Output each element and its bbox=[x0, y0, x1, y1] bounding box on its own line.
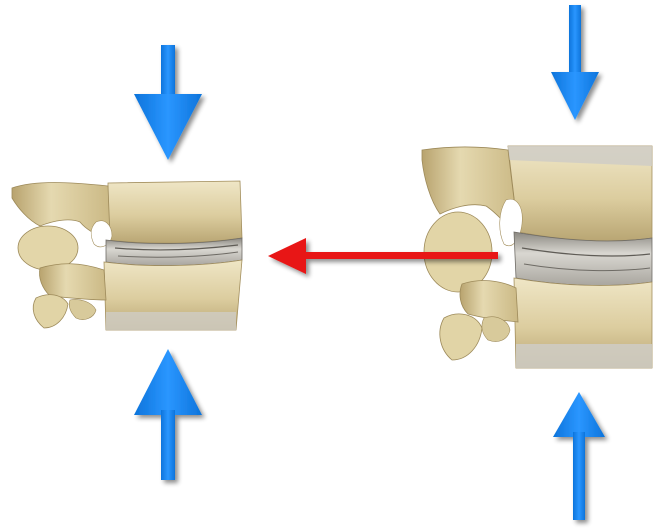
arrow-down-icon bbox=[161, 45, 175, 101]
compression-arrow-top-right bbox=[551, 5, 599, 120]
upper-vertebra-body bbox=[108, 181, 242, 243]
compression-arrow-top-left bbox=[134, 45, 202, 160]
arrow-up-icon bbox=[134, 349, 202, 415]
arrow-up-icon bbox=[553, 392, 605, 437]
facet-joint bbox=[18, 226, 78, 270]
healthy-disc bbox=[514, 232, 652, 285]
compression-arrow-bottom-left bbox=[134, 349, 202, 480]
arrow-left-icon bbox=[268, 238, 306, 274]
arrow-down-icon bbox=[569, 5, 581, 77]
compression-arrow-bottom-right bbox=[553, 392, 605, 520]
compressed-spine-segment bbox=[12, 181, 242, 330]
